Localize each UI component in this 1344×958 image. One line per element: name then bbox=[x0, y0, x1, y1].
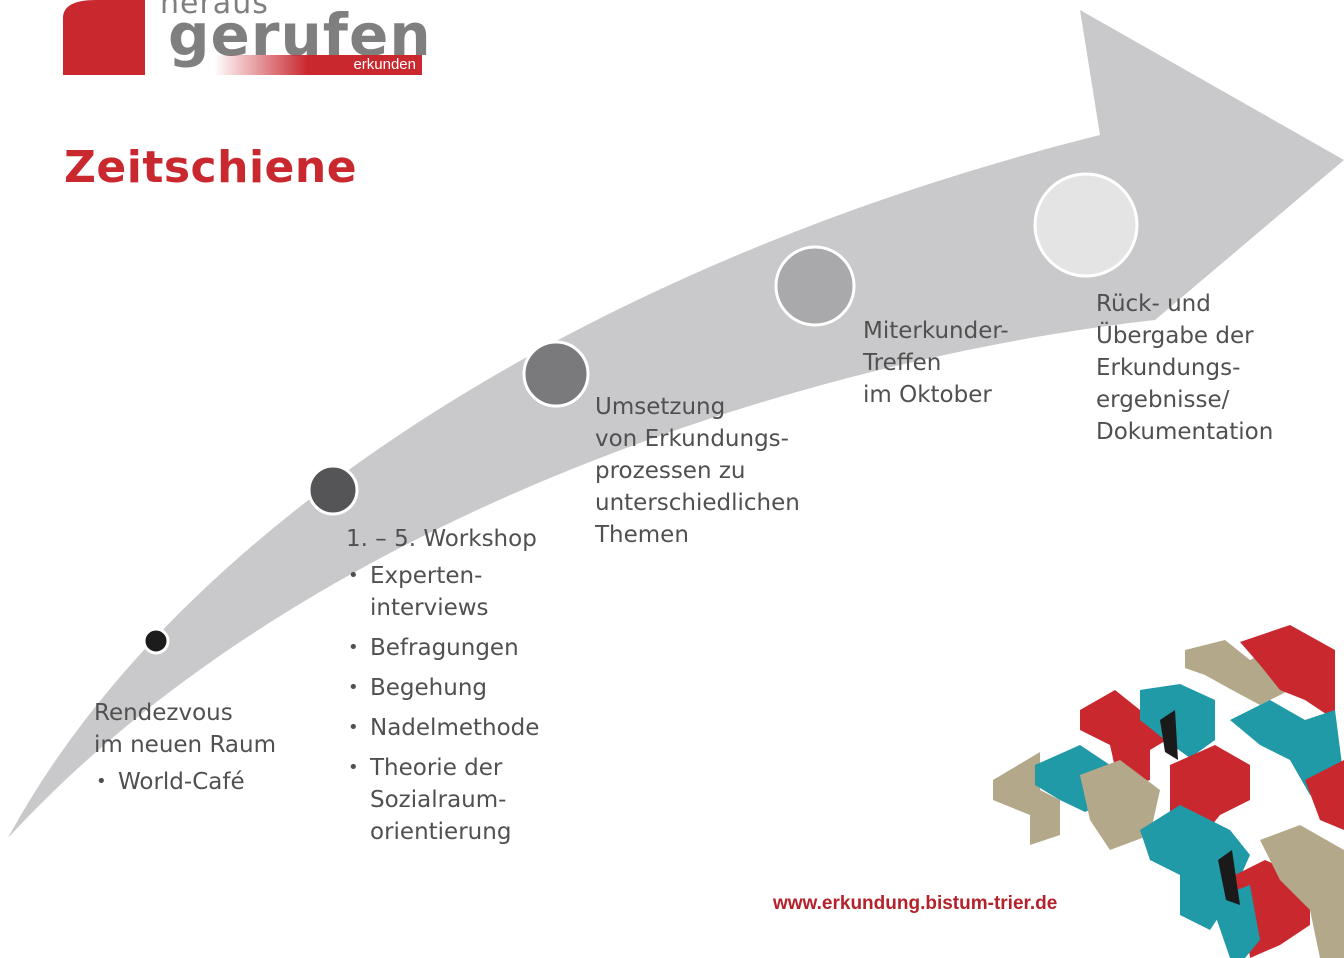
stage-1-list: World-Café bbox=[94, 766, 276, 798]
decorative-pattern bbox=[993, 625, 1344, 958]
logo-tag-text: erkunden bbox=[353, 56, 416, 73]
stage-2-item: Theorie der Sozialraum- orientierung bbox=[346, 752, 539, 848]
stage-2-item: Experten- interviews bbox=[346, 560, 539, 624]
stage-4-marker bbox=[774, 245, 856, 327]
website-link[interactable]: www.erkundung.bistum-trier.de bbox=[773, 893, 1058, 914]
logo-tag: erkunden bbox=[214, 55, 422, 75]
stage-1-label: Rendezvous im neuen Raum bbox=[94, 700, 277, 758]
logo-red-block bbox=[63, 0, 145, 75]
stage-2-item: Begehung bbox=[346, 672, 539, 704]
stage-1-marker bbox=[142, 627, 170, 655]
stage-2-list: Experten- interviews Befragungen Begehun… bbox=[346, 560, 539, 848]
page-title: Zeitschiene bbox=[64, 142, 358, 193]
stage-2-marker bbox=[307, 464, 359, 516]
stage-5: Rück- und Übergabe der Erkundungs- ergeb… bbox=[1096, 288, 1273, 448]
stage-5-marker bbox=[1033, 172, 1139, 278]
stage-1-item: World-Café bbox=[94, 766, 276, 798]
stage-4: Miterkunder- Treffen im Oktober bbox=[863, 315, 1009, 411]
stage-2-item: Nadelmethode bbox=[346, 712, 539, 744]
stage-3: Umsetzung von Erkundungs- prozessen zu u… bbox=[595, 391, 800, 551]
logo-small-text: heraus bbox=[160, 0, 269, 21]
stage-1: Rendezvous im neuen Raum World-Café bbox=[94, 697, 276, 806]
stage-4-label: Miterkunder- Treffen im Oktober bbox=[863, 318, 1009, 408]
stage-2-item: Befragungen bbox=[346, 632, 539, 664]
stage-3-label: Umsetzung von Erkundungs- prozessen zu u… bbox=[595, 394, 800, 548]
stage-5-label: Rück- und Übergabe der Erkundungs- ergeb… bbox=[1096, 291, 1274, 445]
stage-2: 1. – 5. Workshop Experten- interviews Be… bbox=[346, 523, 539, 856]
stage-3-marker bbox=[522, 340, 590, 408]
stage-2-label: 1. – 5. Workshop bbox=[346, 526, 537, 552]
timeline-arrow bbox=[8, 10, 1344, 838]
